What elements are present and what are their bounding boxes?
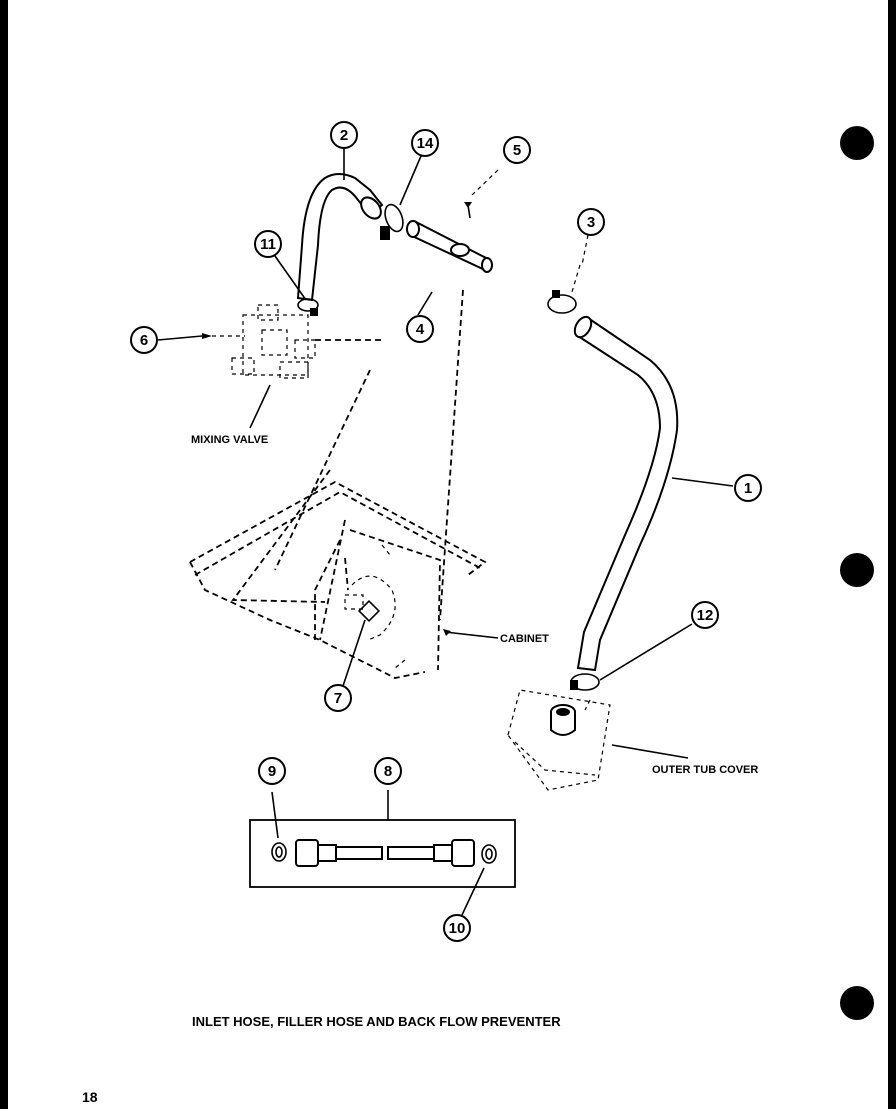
outer-tub-cover-part: [507, 689, 611, 791]
screw-5: [464, 169, 499, 219]
svg-text:5: 5: [513, 142, 521, 159]
filler-hose-1: [573, 315, 679, 672]
svg-text:7: 7: [334, 690, 342, 707]
callout-2: 2: [330, 121, 358, 149]
svg-text:12: 12: [697, 607, 714, 624]
cabinet-outline: [189, 289, 487, 679]
mixing-valve-part: [231, 304, 316, 379]
callout-7-cabinet: 7: [324, 684, 352, 712]
svg-text:8: 8: [384, 763, 392, 780]
binder-hole-top: [840, 126, 874, 160]
cabinet-label: CABINET: [500, 633, 549, 645]
svg-text:3: 3: [587, 214, 595, 231]
svg-text:1: 1: [744, 480, 752, 497]
clamp-3: [547, 264, 581, 314]
mixing-valve-leader: [249, 384, 271, 429]
inlet-hose-kit-box: [249, 790, 516, 916]
svg-text:14: 14: [417, 135, 434, 152]
svg-text:6: 6: [140, 332, 148, 349]
page-title: INLET HOSE, FILLER HOSE AND BACK FLOW PR…: [192, 1014, 561, 1029]
svg-text:9: 9: [268, 763, 276, 780]
binder-hole-middle: [840, 553, 874, 587]
page-number: 18: [82, 1089, 98, 1105]
callout-11: 11: [254, 230, 282, 258]
clamp-11: [297, 298, 319, 316]
outer-tub-cover-label: OUTER TUB COVER: [652, 764, 758, 776]
svg-text:11: 11: [260, 236, 276, 253]
svg-text:2: 2: [340, 127, 348, 144]
clamp-12: [570, 623, 693, 691]
callout-10: 10: [443, 914, 471, 942]
fill-hose-elbow: [296, 173, 384, 302]
tube-4: [406, 220, 493, 273]
callout-5: 5: [503, 136, 531, 164]
callout-3: 3: [577, 208, 605, 236]
callout-6: 6: [130, 326, 158, 354]
svg-text:4: 4: [416, 321, 425, 338]
binder-hole-bottom: [840, 986, 874, 1020]
callout-14: 14: [411, 129, 439, 157]
callout-9: 9: [258, 757, 286, 785]
callout-12: 12: [691, 601, 719, 629]
mixing-valve-label: MIXING VALVE: [191, 434, 268, 446]
svg-text:10: 10: [449, 920, 466, 937]
callout-1: 1: [734, 474, 762, 502]
clamp-14: [380, 203, 404, 240]
callout-8: 8: [374, 757, 402, 785]
callout-4: 4: [406, 315, 434, 343]
